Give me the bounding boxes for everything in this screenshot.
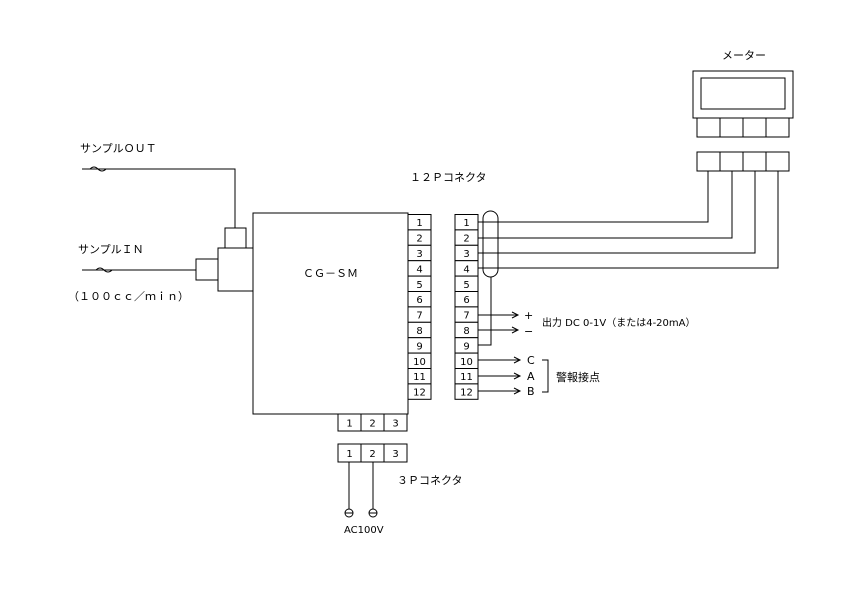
device-pin-3-label: 3 bbox=[416, 249, 422, 260]
outlet-port bbox=[224, 227, 247, 249]
connector-pin-12-label: 12 bbox=[460, 388, 473, 399]
device-body bbox=[252, 212, 409, 415]
device-3p-pin-1-label: 1 bbox=[346, 419, 352, 430]
device-pin-11-label: 11 bbox=[413, 372, 426, 383]
device-pin-12-label: 12 bbox=[413, 388, 426, 399]
device-pin-6-label: 6 bbox=[416, 295, 422, 306]
connector-3p-pin-1-label: 1 bbox=[346, 449, 352, 460]
plus-sign: + bbox=[524, 309, 533, 322]
alarm-label: 警報接点 bbox=[556, 370, 600, 384]
inlet-port bbox=[195, 258, 219, 281]
meter-wiring bbox=[478, 171, 779, 269]
device-pin-12-box bbox=[407, 383, 432, 400]
sample-out-tube: サンプルＯＵＴ bbox=[80, 142, 236, 228]
connector-pin-8-label: 8 bbox=[463, 326, 469, 337]
connector-3p-terminals: 1 2 3 bbox=[337, 443, 408, 463]
connector-pin-4-label: 4 bbox=[463, 264, 469, 275]
device-3p-terminals: 1 2 3 bbox=[337, 413, 408, 432]
power-label: AC100V bbox=[344, 525, 384, 536]
meter-display bbox=[700, 77, 786, 110]
meter-terminals bbox=[696, 117, 790, 138]
alarm-terminal-b: B bbox=[527, 385, 535, 398]
flow-rate-label: （１００ｃｃ／ｍｉｎ） bbox=[68, 290, 189, 303]
device-3p-pin-3-label: 3 bbox=[392, 419, 398, 430]
device-pin-7-label: 7 bbox=[416, 311, 422, 322]
alarm-terminal-a: A bbox=[527, 370, 535, 383]
device-pin-8-label: 8 bbox=[416, 326, 422, 337]
alarm-terminal-c: C bbox=[527, 354, 535, 367]
meter: メーター bbox=[692, 49, 794, 172]
meter-plug bbox=[696, 151, 790, 172]
connector-pin-6-label: 6 bbox=[463, 295, 469, 306]
connector-pin-11-label: 11 bbox=[460, 372, 473, 383]
port-block bbox=[217, 247, 255, 292]
connector-3p: 1 2 3 ３Ｐコネクタ AC100V bbox=[337, 443, 463, 536]
connector-pin-9-label: 9 bbox=[463, 341, 469, 352]
connector-3p-label: ３Ｐコネクタ bbox=[397, 474, 463, 487]
connector-pin-5-label: 5 bbox=[463, 280, 469, 291]
minus-sign: − bbox=[524, 325, 533, 338]
connector-pin-3-label: 3 bbox=[463, 249, 469, 260]
device-pin-9-label: 9 bbox=[416, 341, 422, 352]
output-wiring: + − 出力 DC 0-1V（または4-20mA） bbox=[478, 277, 696, 346]
connector-pin-2-label: 2 bbox=[463, 234, 469, 245]
connector-pin-12-box bbox=[454, 383, 479, 400]
alarm-bracket bbox=[542, 359, 549, 393]
device-pin-2-label: 2 bbox=[416, 234, 422, 245]
meter-label: メーター bbox=[722, 49, 766, 62]
device-pin-10-label: 10 bbox=[413, 357, 426, 368]
cable-bundle bbox=[482, 210, 499, 278]
connector-pin-7-label: 7 bbox=[463, 311, 469, 322]
connector-pin-10-label: 10 bbox=[460, 357, 473, 368]
connector-3p-pin-2-label: 2 bbox=[369, 449, 375, 460]
sample-in-tube: サンプルＩＮ （１００ｃｃ／ｍｉｎ） bbox=[68, 243, 196, 303]
sample-out-label: サンプルＯＵＴ bbox=[80, 142, 157, 155]
connector-3p-pin-3-label: 3 bbox=[392, 449, 398, 460]
connector-12p-label: １２Ｐコネクタ bbox=[410, 171, 487, 184]
device-pin-1-label: 1 bbox=[416, 218, 422, 229]
device-pin-5-label: 5 bbox=[416, 280, 422, 291]
device-label: ＣＧ－ＳＭ bbox=[303, 267, 358, 280]
connector-pin-1-label: 1 bbox=[463, 218, 469, 229]
device-pin-4-label: 4 bbox=[416, 264, 422, 275]
connector-3p-pin-3-box bbox=[383, 443, 408, 463]
output-label: 出力 DC 0-1V（または4-20mA） bbox=[542, 316, 696, 329]
device-3p-pin-2-label: 2 bbox=[369, 419, 375, 430]
device-3p-pin-3-box bbox=[383, 413, 408, 432]
alarm-wiring: C A B 警報接点 bbox=[478, 354, 600, 398]
sample-in-label: サンプルＩＮ bbox=[78, 243, 144, 256]
